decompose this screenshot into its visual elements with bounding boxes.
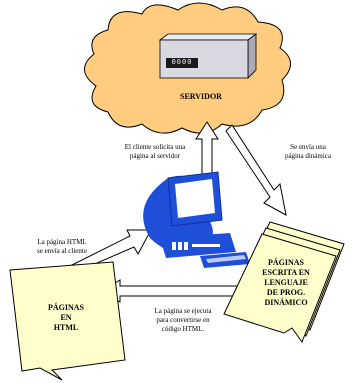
html-to-client-caption: La página HTML se envía al cliente bbox=[20, 238, 104, 256]
dynamic-page-line-3: LENGUAJE bbox=[264, 278, 308, 287]
client-request-line-1: El cliente solicita una bbox=[124, 143, 186, 151]
server-label: SERVIDOR bbox=[180, 92, 222, 101]
dynamic-page-label: PÁGINAS ESCRITA EN LENGUAJE DE PROG. DIN… bbox=[248, 258, 324, 308]
execute-line-2: para convertirse en bbox=[156, 316, 210, 324]
server-display: 0000 bbox=[171, 59, 193, 67]
execute-arrow bbox=[101, 279, 254, 303]
server-icon bbox=[158, 33, 258, 79]
computer-icon bbox=[143, 171, 250, 268]
execute-caption: La página se ejecuta para convertirse en… bbox=[138, 307, 228, 334]
html-page-line-1: PÁGINAS bbox=[47, 303, 84, 312]
dynamic-page-stack bbox=[223, 221, 345, 344]
send-dynamic-line-2: página dinámica bbox=[284, 152, 332, 160]
html-to-client-arrow bbox=[69, 229, 152, 274]
execute-line-3: código HTML. bbox=[161, 325, 205, 333]
send-dynamic-caption: Se envía una página dinámica bbox=[270, 143, 346, 161]
send-dynamic-arrow bbox=[225, 124, 287, 216]
execute-line-1: La página se ejecuta bbox=[154, 307, 212, 315]
client-request-caption: El cliente solicita una página al servid… bbox=[110, 143, 200, 161]
html-page-line-2: EN bbox=[60, 313, 72, 322]
client-request-line-2: página al servidor bbox=[129, 152, 181, 160]
dynamic-page-line-1: PÁGINAS bbox=[267, 258, 304, 267]
dynamic-page-line-4: DE PROG. bbox=[266, 288, 306, 297]
dynamic-page-line-5: DINÁMICO bbox=[264, 298, 308, 307]
html-to-client-line-2: se envía al cliente bbox=[37, 247, 87, 255]
html-to-client-line-1: La página HTML bbox=[37, 238, 87, 246]
html-page-document bbox=[9, 261, 126, 381]
html-page-line-3: HTML bbox=[53, 323, 79, 332]
dynamic-page-line-2: ESCRITA EN bbox=[262, 268, 310, 277]
html-page-label: PÁGINAS EN HTML bbox=[36, 303, 96, 333]
send-dynamic-line-1: Se envía una bbox=[290, 143, 326, 151]
